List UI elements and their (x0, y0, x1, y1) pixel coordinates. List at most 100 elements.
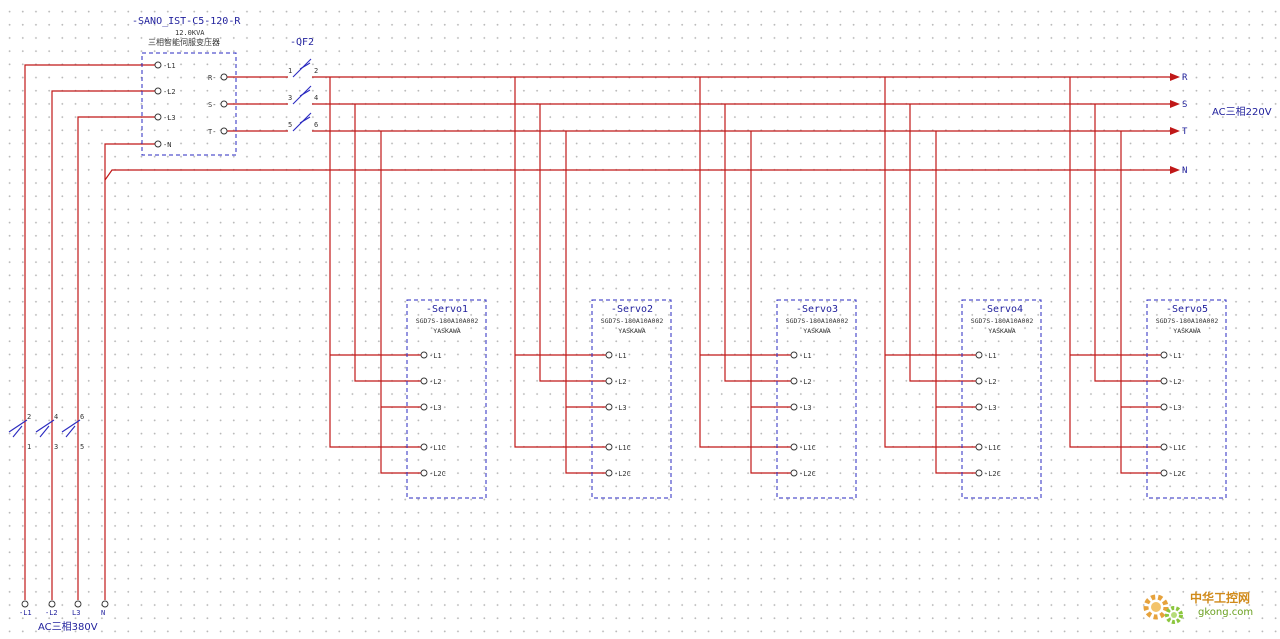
servo-t-drop (380, 131, 421, 474)
servo-pin: -L2 (984, 378, 997, 386)
servo-terminal (605, 403, 613, 411)
input-breaker-pin-top: 6 (80, 413, 84, 421)
qf2-pin-out: 4 (314, 94, 318, 102)
servo-pin: -L1 (614, 352, 627, 360)
servo-pin: -L3 (614, 404, 627, 412)
servo-terminal (975, 377, 983, 385)
servo-r-drop (1069, 77, 1161, 448)
transformer-out-terminal (220, 73, 228, 81)
servo-pin: -L3 (799, 404, 812, 412)
input-breaker-pin-bottom: 5 (80, 443, 84, 451)
servo-pin: -L1 (429, 352, 442, 360)
servo-terminal (790, 377, 798, 385)
servo-maker: YASKAWA (988, 327, 1015, 335)
transformer-out-pin: T- (208, 128, 216, 136)
servo-terminal (420, 403, 428, 411)
transformer-out-pin: R- (208, 74, 216, 82)
servo-terminal (790, 403, 798, 411)
servo-s-drop (724, 104, 791, 382)
servo-pin: -L1C (1169, 444, 1186, 452)
servo-r-drop (884, 77, 976, 448)
input-breaker-pin-top: 4 (54, 413, 58, 421)
servo-terminal (975, 351, 983, 359)
servo-pin: -L2 (799, 378, 812, 386)
servo-pin: -L1C (984, 444, 1001, 452)
qf2-pin-out: 2 (314, 67, 318, 75)
servo-terminal (605, 443, 613, 451)
input-voltage-label: AC三相380V (38, 620, 98, 633)
transformer-in-pin: -L3 (163, 114, 176, 122)
gear-icon (1143, 594, 1183, 624)
input-breaker-blade (8, 419, 28, 433)
input-terminal (101, 600, 109, 608)
servo-terminal (1160, 469, 1168, 477)
servo-s-drop (1094, 104, 1161, 382)
servo-terminal (975, 469, 983, 477)
qf2-pin-in: 1 (288, 67, 292, 75)
servo-terminal (790, 443, 798, 451)
input-feed-wire (24, 64, 155, 600)
servo-pin: -L2C (614, 470, 631, 478)
transformer-in-pin: -N (163, 141, 171, 149)
servo-terminal (605, 351, 613, 359)
servo-maker: YASKAWA (1173, 327, 1200, 335)
servo-box (406, 299, 487, 499)
servo-maker: YASKAWA (433, 327, 460, 335)
input-breaker-blade (35, 419, 55, 433)
input-feed-wire (51, 90, 155, 600)
servo-tag: -Servo1 (426, 304, 468, 315)
input-breaker-pin-bottom: 3 (54, 443, 58, 451)
transformer-rating: 12.0KVA (175, 29, 205, 37)
servo-s-drop (539, 104, 606, 382)
servo-terminal (1160, 443, 1168, 451)
transformer-in-terminal (154, 113, 162, 121)
servo-tag: -Servo2 (611, 304, 653, 315)
input-breaker-mark (65, 425, 76, 438)
servo-s-drop (354, 104, 421, 382)
bus-arrow (1170, 100, 1180, 108)
servo-box (591, 299, 672, 499)
servo-model: SGD7S-180A10A002 (971, 317, 1034, 325)
bus-arrow (1170, 166, 1180, 174)
qf2-mark (299, 62, 311, 70)
transformer-out-terminal (220, 127, 228, 135)
servo-pin: -L1 (1169, 352, 1182, 360)
input-breaker-pin-top: 2 (27, 413, 31, 421)
servo-pin: -L2 (1169, 378, 1182, 386)
servo-t-drop (565, 131, 606, 474)
servo-pin: -L2 (614, 378, 627, 386)
servo-terminal (1160, 351, 1168, 359)
servo-pin: -L1C (614, 444, 631, 452)
servo-box (776, 299, 857, 499)
input-terminal (48, 600, 56, 608)
servo-terminal (790, 469, 798, 477)
input-breaker-pin-bottom: 1 (27, 443, 31, 451)
transformer-in-pin: -L1 (163, 62, 176, 70)
input-terminal (74, 600, 82, 608)
transformer-tag[interactable]: -SANO_IST-C5-120-R (132, 16, 241, 27)
qf2-mark (299, 116, 311, 124)
servo-pin: -L2 (429, 378, 442, 386)
servo-pin: -L2C (984, 470, 1001, 478)
transformer-in-terminal (154, 140, 162, 148)
servo-pin: -L1 (984, 352, 997, 360)
watermark-site: gkong.com (1198, 607, 1254, 618)
bus-label-r: R (1182, 73, 1188, 83)
watermark: 中华工控网 gkong.com (1138, 585, 1268, 631)
servo-terminal (975, 443, 983, 451)
servo-s-drop (909, 104, 976, 382)
servo-terminal (605, 377, 613, 385)
watermark-name: 中华工控网 (1190, 591, 1251, 605)
input-terminal-l3: L3 (72, 609, 80, 617)
bus-arrow (1170, 127, 1180, 135)
servo-terminal (790, 351, 798, 359)
bus-voltage-label: AC三相220V (1212, 105, 1272, 118)
qf2-pin-out: 6 (314, 121, 318, 129)
bus-label-n: N (1182, 166, 1187, 176)
input-breaker-mark (39, 425, 50, 438)
servo-terminal (1160, 403, 1168, 411)
transformer-in-terminal (154, 61, 162, 69)
breaker-qf2-tag[interactable]: -QF2 (290, 37, 314, 48)
